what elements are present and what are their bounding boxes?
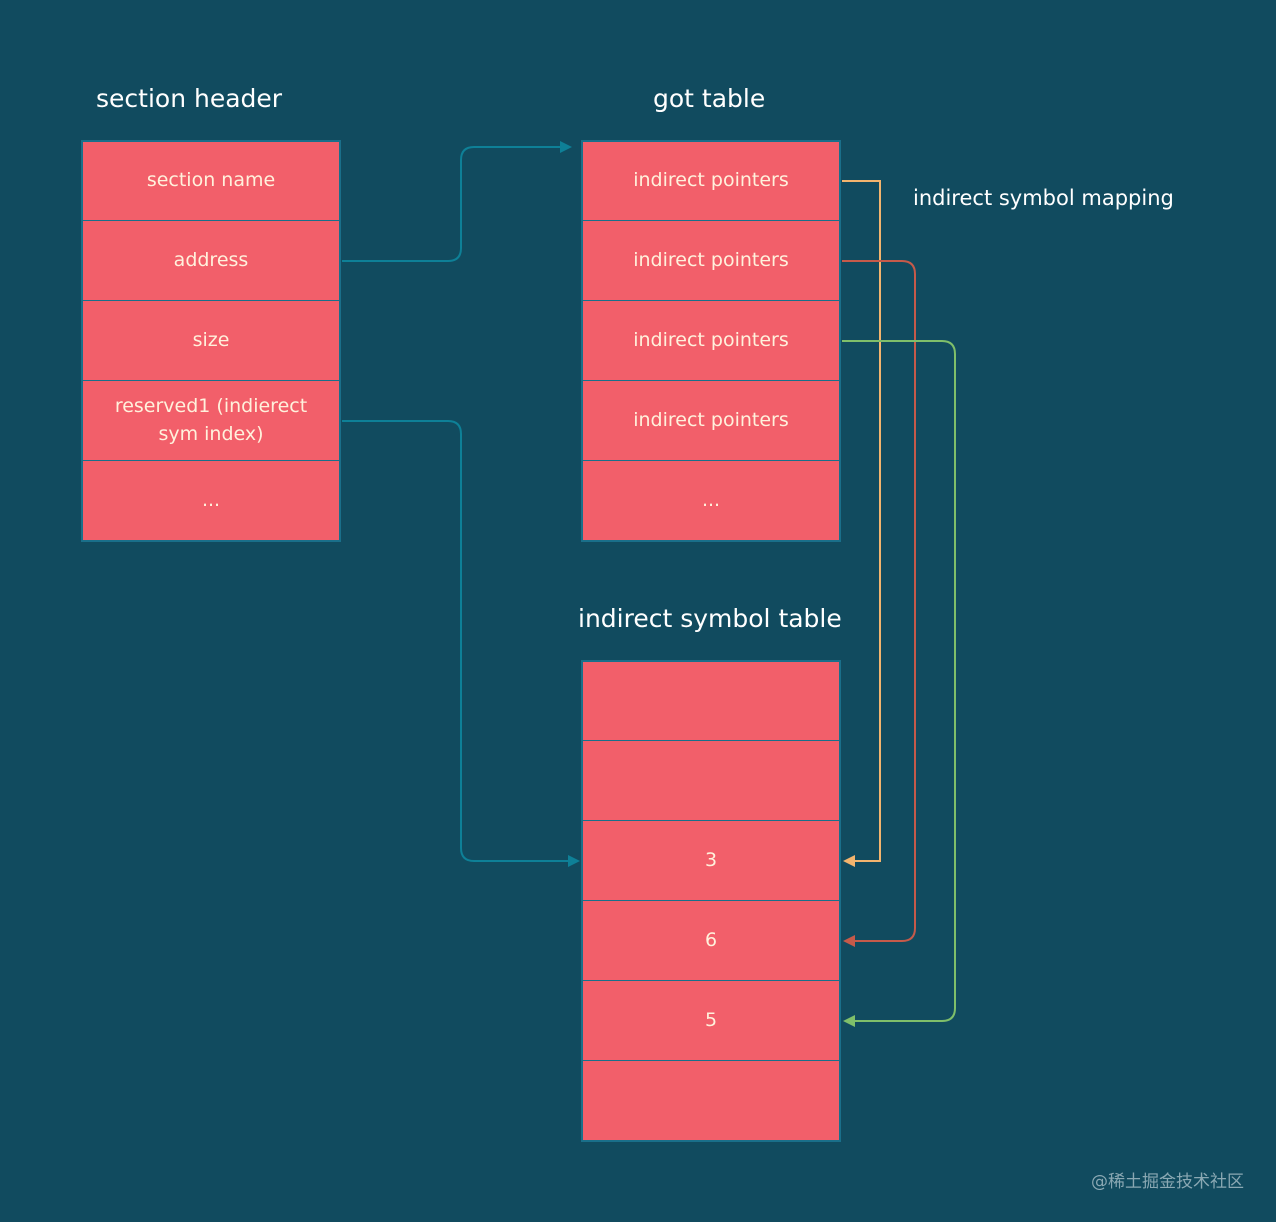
indirect-symbol-cell: 5 bbox=[581, 981, 841, 1062]
indirect-symbol-cell bbox=[581, 660, 841, 742]
got-table-cell: indirect pointers bbox=[581, 301, 841, 382]
watermark: @稀土掘金技术社区 bbox=[1091, 1172, 1244, 1192]
got-row-2-to-symbol-6-arrow bbox=[842, 260, 916, 947]
indirect-symbol-cell bbox=[581, 1061, 841, 1142]
got-table-title: got table bbox=[653, 84, 766, 113]
section-header-cell-size: size bbox=[81, 301, 341, 382]
got-row-1-to-symbol-3-arrow bbox=[842, 180, 881, 867]
got-table-cell-ellipsis: ... bbox=[581, 461, 841, 542]
got-table: indirect pointers indirect pointers indi… bbox=[581, 140, 841, 542]
indirect-symbol-mapping-note: indirect symbol mapping bbox=[913, 186, 1174, 210]
indirect-symbol-cell: 3 bbox=[581, 821, 841, 902]
section-header-title: section header bbox=[96, 84, 283, 113]
got-row-3-to-symbol-5-arrow bbox=[842, 340, 956, 1027]
address-to-got-arrow bbox=[342, 141, 572, 262]
section-header-cell-section-name: section name bbox=[81, 140, 341, 222]
indirect-symbol-table: 3 6 5 bbox=[581, 660, 841, 1142]
section-header-cell-ellipsis: ... bbox=[81, 461, 341, 542]
got-table-cell: indirect pointers bbox=[581, 140, 841, 222]
section-header-table: section name address size reserved1 (ind… bbox=[81, 140, 341, 542]
got-table-cell: indirect pointers bbox=[581, 381, 841, 462]
reserved1-to-indirect-symbol-arrow bbox=[342, 420, 580, 867]
indirect-symbol-table-title: indirect symbol table bbox=[578, 604, 842, 633]
section-header-cell-reserved1: reserved1 (indierect sym index) bbox=[81, 381, 341, 462]
